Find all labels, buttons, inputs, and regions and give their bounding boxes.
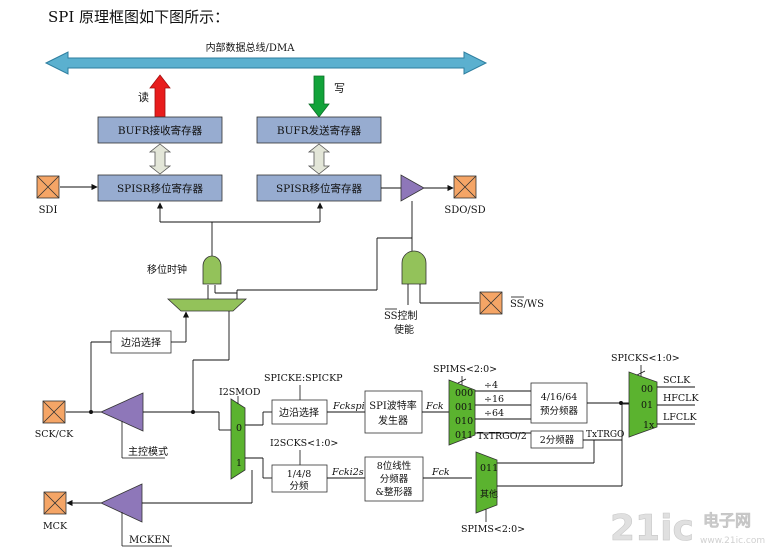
mck-label: MCK [43,521,68,532]
ck-00: 00 [641,384,653,395]
txtrgo-label: TxTRGO [586,430,624,440]
div64-label: ÷64 [484,408,504,419]
div8-label-2: 分频器 [380,473,409,485]
div2-label: 2分频器 [540,434,575,446]
tx-transfer-arrow [307,143,331,175]
spisr-tx-label: SPISR移位寄存器 [276,182,363,195]
div-148-label-1: 1/4/8 [287,469,312,480]
fckspi-label: Fckspi [332,401,365,412]
bufr-tx-register [256,116,382,144]
rx-transfer-arrow [148,143,172,175]
ss-ws-label: SS/WS [510,299,544,310]
mux4-010: 010 [455,416,473,427]
div-148-box [271,464,328,493]
read-arrow [149,74,171,118]
spims-prescaler-mux [448,379,476,446]
mux-input-1: 1 [236,458,242,469]
spims-bottom-label: SPIMS<2:0> [461,524,525,535]
mux4-000: 000 [455,388,473,399]
write-arrow [308,75,330,118]
lfclk-label: LFCLK [663,412,697,423]
clock-edge-selector [166,298,248,312]
sdi-label: SDI [39,205,58,216]
data-bus-label: 内部数据总线/DMA [206,41,296,54]
bufr-rx-register [97,116,223,144]
sdo-output-buffer [400,174,425,202]
read-label: 读 [138,90,149,104]
ss-enable-label: 使能 [394,323,414,336]
mux4-011: 011 [455,430,473,441]
div-148-label-2: 分频 [289,480,309,492]
spisr-rx-register [97,174,223,202]
page-heading: SPI 原理框图如下图所示： [48,8,230,26]
ck-01: 01 [641,400,653,411]
fck-label-2: Fck [431,467,450,478]
sclk-label: SCLK [663,375,691,386]
div2-box [530,430,584,449]
edge-select-left-label: 边沿选择 [121,336,161,349]
fck-label-1: Fck [425,401,444,412]
watermark-url: www.21ic.com [700,536,765,546]
ss-control-label: SS控制 [384,309,418,322]
ck-1x: 1x [643,420,655,431]
watermark-cn: 电子网 [703,511,751,530]
data-bus-arrow [44,51,488,75]
fcki2s-label: Fcki2s [331,467,364,478]
watermark-main: 21ic [610,508,694,549]
lower-mux-011: 011 [480,463,498,474]
mux4-001: 001 [455,402,473,413]
div8-label-1: 8位线性 [377,460,412,472]
mux-input-0: 0 [236,423,242,434]
lower-mux-other: 其他 [480,488,498,500]
write-label: 写 [334,82,345,95]
baud-gen-label-1: SPI波特率 [369,399,417,412]
watermark-logo: 21ic 电子网 www.21ic.com [610,508,765,550]
prescaler-label-2: 预分频器 [540,405,579,417]
edge-select-label: 边沿选择 [279,406,319,419]
spims-top-label: SPIMS<2:0> [433,364,497,375]
spicks-clock-mux [628,371,658,438]
shift-clock-label: 移位时钟 [147,263,187,276]
bufr-rx-label: BUFR接收寄存器 [118,124,203,137]
prescaler-label-1: 4/16/64 [541,392,578,403]
sck-ck-label: SCK/CK [35,429,74,440]
div16-label: ÷16 [484,394,504,405]
i2smod-mux [230,398,246,480]
sdo-label: SDO/SD [444,205,485,216]
spicks-label: SPICKS<1:0> [611,353,680,364]
spicke-label: SPICKE:SPICKP [264,373,343,384]
mcken-buffer [100,483,143,523]
i2scks-label: I2SCKS<1:0> [270,438,338,449]
mcken-label: MCKEN [129,535,171,546]
hfclk-label: HFCLK [663,393,699,404]
linear-divider-8bit [364,456,424,502]
div4-label: ÷4 [484,380,498,391]
edge-select-box [271,399,328,425]
ss-enable-and-gate [401,250,427,285]
master-mode-label: 主控模式 [128,445,168,458]
i2smod-label: I2SMOD [219,387,261,398]
txtrgo-half-label: TxTRGO/2 [477,431,527,442]
spims-lower-mux [475,451,498,514]
prescaler-box [530,382,588,424]
spisr-rx-label: SPISR移位寄存器 [117,182,204,195]
div8-label-3: &整形器 [376,486,413,498]
baud-gen-label-2: 发生器 [378,414,408,427]
shift-clock-and-gate [202,255,222,285]
bufr-tx-label: BUFR发送寄存器 [277,124,362,137]
spi-baud-generator [364,390,423,434]
